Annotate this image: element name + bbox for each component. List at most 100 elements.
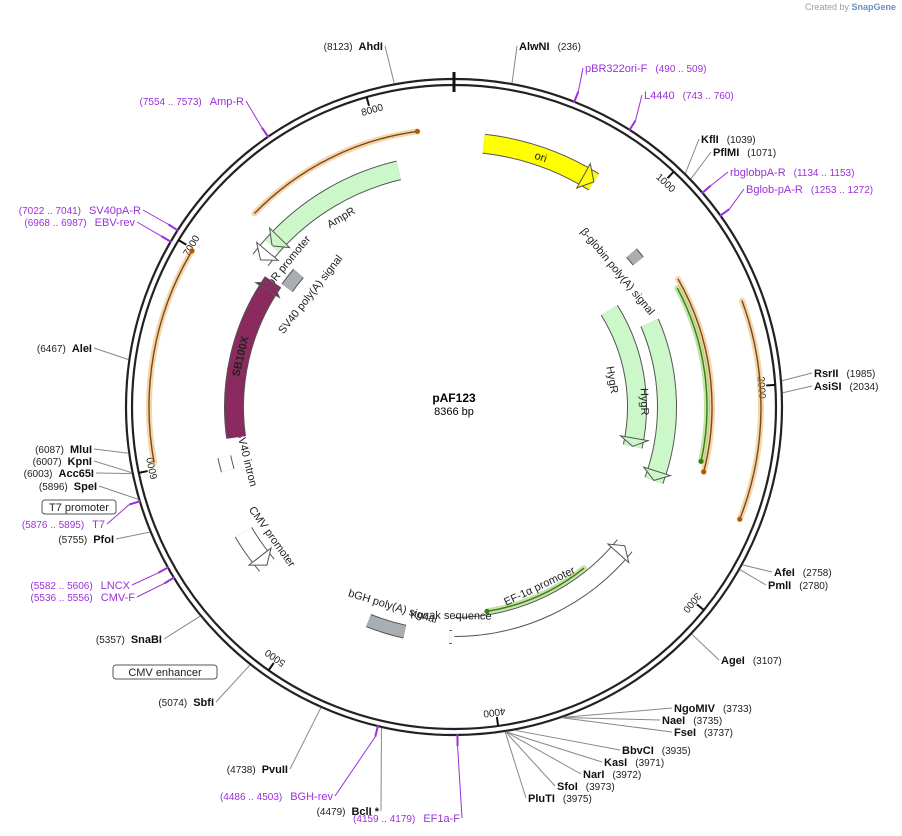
boxed-label-cmv-enhancer: CMV enhancer <box>128 667 202 679</box>
primer-name-cmv-f: CMV-F <box>101 592 136 604</box>
enzyme-pos-alwni: (236) <box>558 42 581 53</box>
enzyme-line-asisi <box>782 385 813 394</box>
tick-8000 <box>365 96 371 107</box>
enzyme-name-agei: AgeI <box>721 655 745 667</box>
primer-line-ebv-rev <box>136 221 162 237</box>
primer-mark-l4440 <box>628 120 637 132</box>
enzyme-line-pmli <box>739 569 767 586</box>
enzyme-name-kasi: KasI <box>604 757 627 769</box>
enzyme-line-afei <box>742 564 773 573</box>
enzyme-line-kasi <box>506 731 603 763</box>
enzyme-line-ahdi <box>384 45 395 84</box>
backbone <box>124 72 784 737</box>
orf-line-2 <box>677 278 713 473</box>
enzyme-name-bcli: BclI * <box>351 806 379 818</box>
primer-name-bglob-pa-r: Bglob-pA-R <box>746 184 803 196</box>
primer-line-bglob-pa-r <box>728 188 745 210</box>
feature-arrowhead-ori-0 <box>575 162 595 189</box>
enzyme-pos-mlui: (6087) <box>35 445 64 456</box>
enzyme-pos-kasi: (3971) <box>635 758 664 769</box>
primer-mark-bglob-pa-r <box>718 208 730 218</box>
primer-range-lncx: (5582 .. 5606) <box>30 581 92 592</box>
feature-label-hygr-4: HygR <box>603 365 619 394</box>
orf-halo-5 <box>674 285 710 465</box>
orf-arrowhead-4 <box>484 608 490 614</box>
primer-name-ef1a-f: EF1a-F <box>423 813 460 825</box>
enzyme-line-rsrii <box>781 372 813 382</box>
enzyme-pos-naei: (3735) <box>693 716 722 727</box>
primer-name-l4440: L4440 <box>644 90 675 102</box>
primer-mark-t7 <box>129 500 142 506</box>
orf-line-1 <box>148 250 193 463</box>
enzyme-line-alei <box>93 347 129 361</box>
center-label: pAF123 8366 bp <box>432 391 476 418</box>
tick-7000 <box>178 239 187 246</box>
enzyme-line-alwni <box>511 45 518 84</box>
enzyme-pos-spei: (5896) <box>39 482 68 493</box>
feature-bgh-poly-a-signal-8 <box>366 614 407 638</box>
enzyme-line-kfli <box>684 138 700 174</box>
primer-labels: pBR322ori-F(490 .. 509)L4440(743 .. 760)… <box>19 63 873 825</box>
orf-arrowhead-2 <box>701 469 707 475</box>
plasmid-name: pAF123 <box>432 391 476 405</box>
primer-range-t7: (5876 .. 5895) <box>22 520 84 531</box>
primer-range-ebv-rev: (6968 .. 6987) <box>24 218 86 229</box>
enzyme-line-pvuii <box>289 707 322 770</box>
enzyme-pos-sfoi: (3973) <box>586 782 615 793</box>
primer-mark-bgh-rev <box>374 724 380 737</box>
enzyme-name-pflmi: PflMI <box>713 147 739 159</box>
feature-ef-1-promoter-6 <box>454 540 632 636</box>
primer-range-cmv-f: (5536 .. 5556) <box>31 593 93 604</box>
primer-mark-sv40pa-r <box>167 223 180 232</box>
feature-label-globin-poly-a-signal-3: β-globin poly(A) signal <box>578 226 657 318</box>
orf-line-0 <box>253 130 418 214</box>
enzyme-name-kpni: KpnI <box>68 456 92 468</box>
primer-name-lncx: LNCX <box>101 580 131 592</box>
enzyme-line-naei <box>562 717 661 721</box>
orf-arrowhead-1 <box>189 248 195 254</box>
primer-line-cmv-f <box>136 582 165 598</box>
enzyme-name-kfli: KflI <box>701 134 719 146</box>
enzyme-line-mlui <box>93 448 129 454</box>
credit-prefix: Created by <box>804 2 849 12</box>
enzyme-name-asisi: AsiSI <box>814 381 842 393</box>
primer-line-ef1a-f <box>457 745 463 819</box>
plasmid-size: 8366 bp <box>434 406 474 418</box>
enzyme-line-bbvci <box>514 729 621 751</box>
feature-sv40-poly-a-signal-12 <box>282 269 304 292</box>
enzyme-line-pfoi <box>115 531 150 540</box>
feature-label-ori-0: ori <box>533 150 548 165</box>
tick-label-1000: 1000 <box>653 172 677 196</box>
enzyme-name-spei: SpeI <box>74 481 97 493</box>
primer-line-bgh-rev <box>334 736 376 797</box>
enzyme-name-sbfi: SbfI <box>193 697 214 709</box>
tick-4000 <box>495 716 500 727</box>
enzyme-line-sbfi <box>215 664 251 703</box>
feature-globin-poly-a-signal-3 <box>626 249 643 265</box>
primer-range-bgh-rev: (4486 .. 4503) <box>220 792 282 803</box>
tick-label-6000: 6000 <box>145 456 160 480</box>
enzyme-pos-ngomiv: (3733) <box>723 704 752 715</box>
primer-range-bglob-pa-r: (1253 .. 1272) <box>811 185 873 196</box>
enzyme-line-nari <box>505 731 582 775</box>
primer-line-l4440 <box>634 94 643 121</box>
enzyme-pos-rsrii: (1985) <box>846 369 875 380</box>
enzyme-pos-afei: (2758) <box>803 568 832 579</box>
enzyme-name-acc65i: Acc65I <box>59 468 94 480</box>
boxed-label-frame-t7-promoter <box>41 499 117 515</box>
enzyme-pos-pflmi: (1071) <box>747 148 776 159</box>
enzyme-name-mlui: MluI <box>70 444 92 456</box>
enzyme-line-acc65i <box>95 472 132 475</box>
tick-1000 <box>666 170 675 179</box>
feature-arrowhead-ampr-1 <box>268 226 292 249</box>
orf-line-4 <box>486 567 585 613</box>
feature-arrowhead-ampr-promoter-2 <box>255 241 280 261</box>
enzyme-pos-ahdi: (8123) <box>324 42 353 53</box>
primer-range-amp-r: (7554 .. 7573) <box>140 97 202 108</box>
feature-sv40-intron-10 <box>218 455 234 473</box>
primer-mark-ebv-rev <box>160 235 173 244</box>
feature-arrowhead-hygr-5 <box>642 466 673 481</box>
enzyme-line-pluti <box>504 731 527 799</box>
enzyme-name-nari: NarI <box>583 769 604 781</box>
